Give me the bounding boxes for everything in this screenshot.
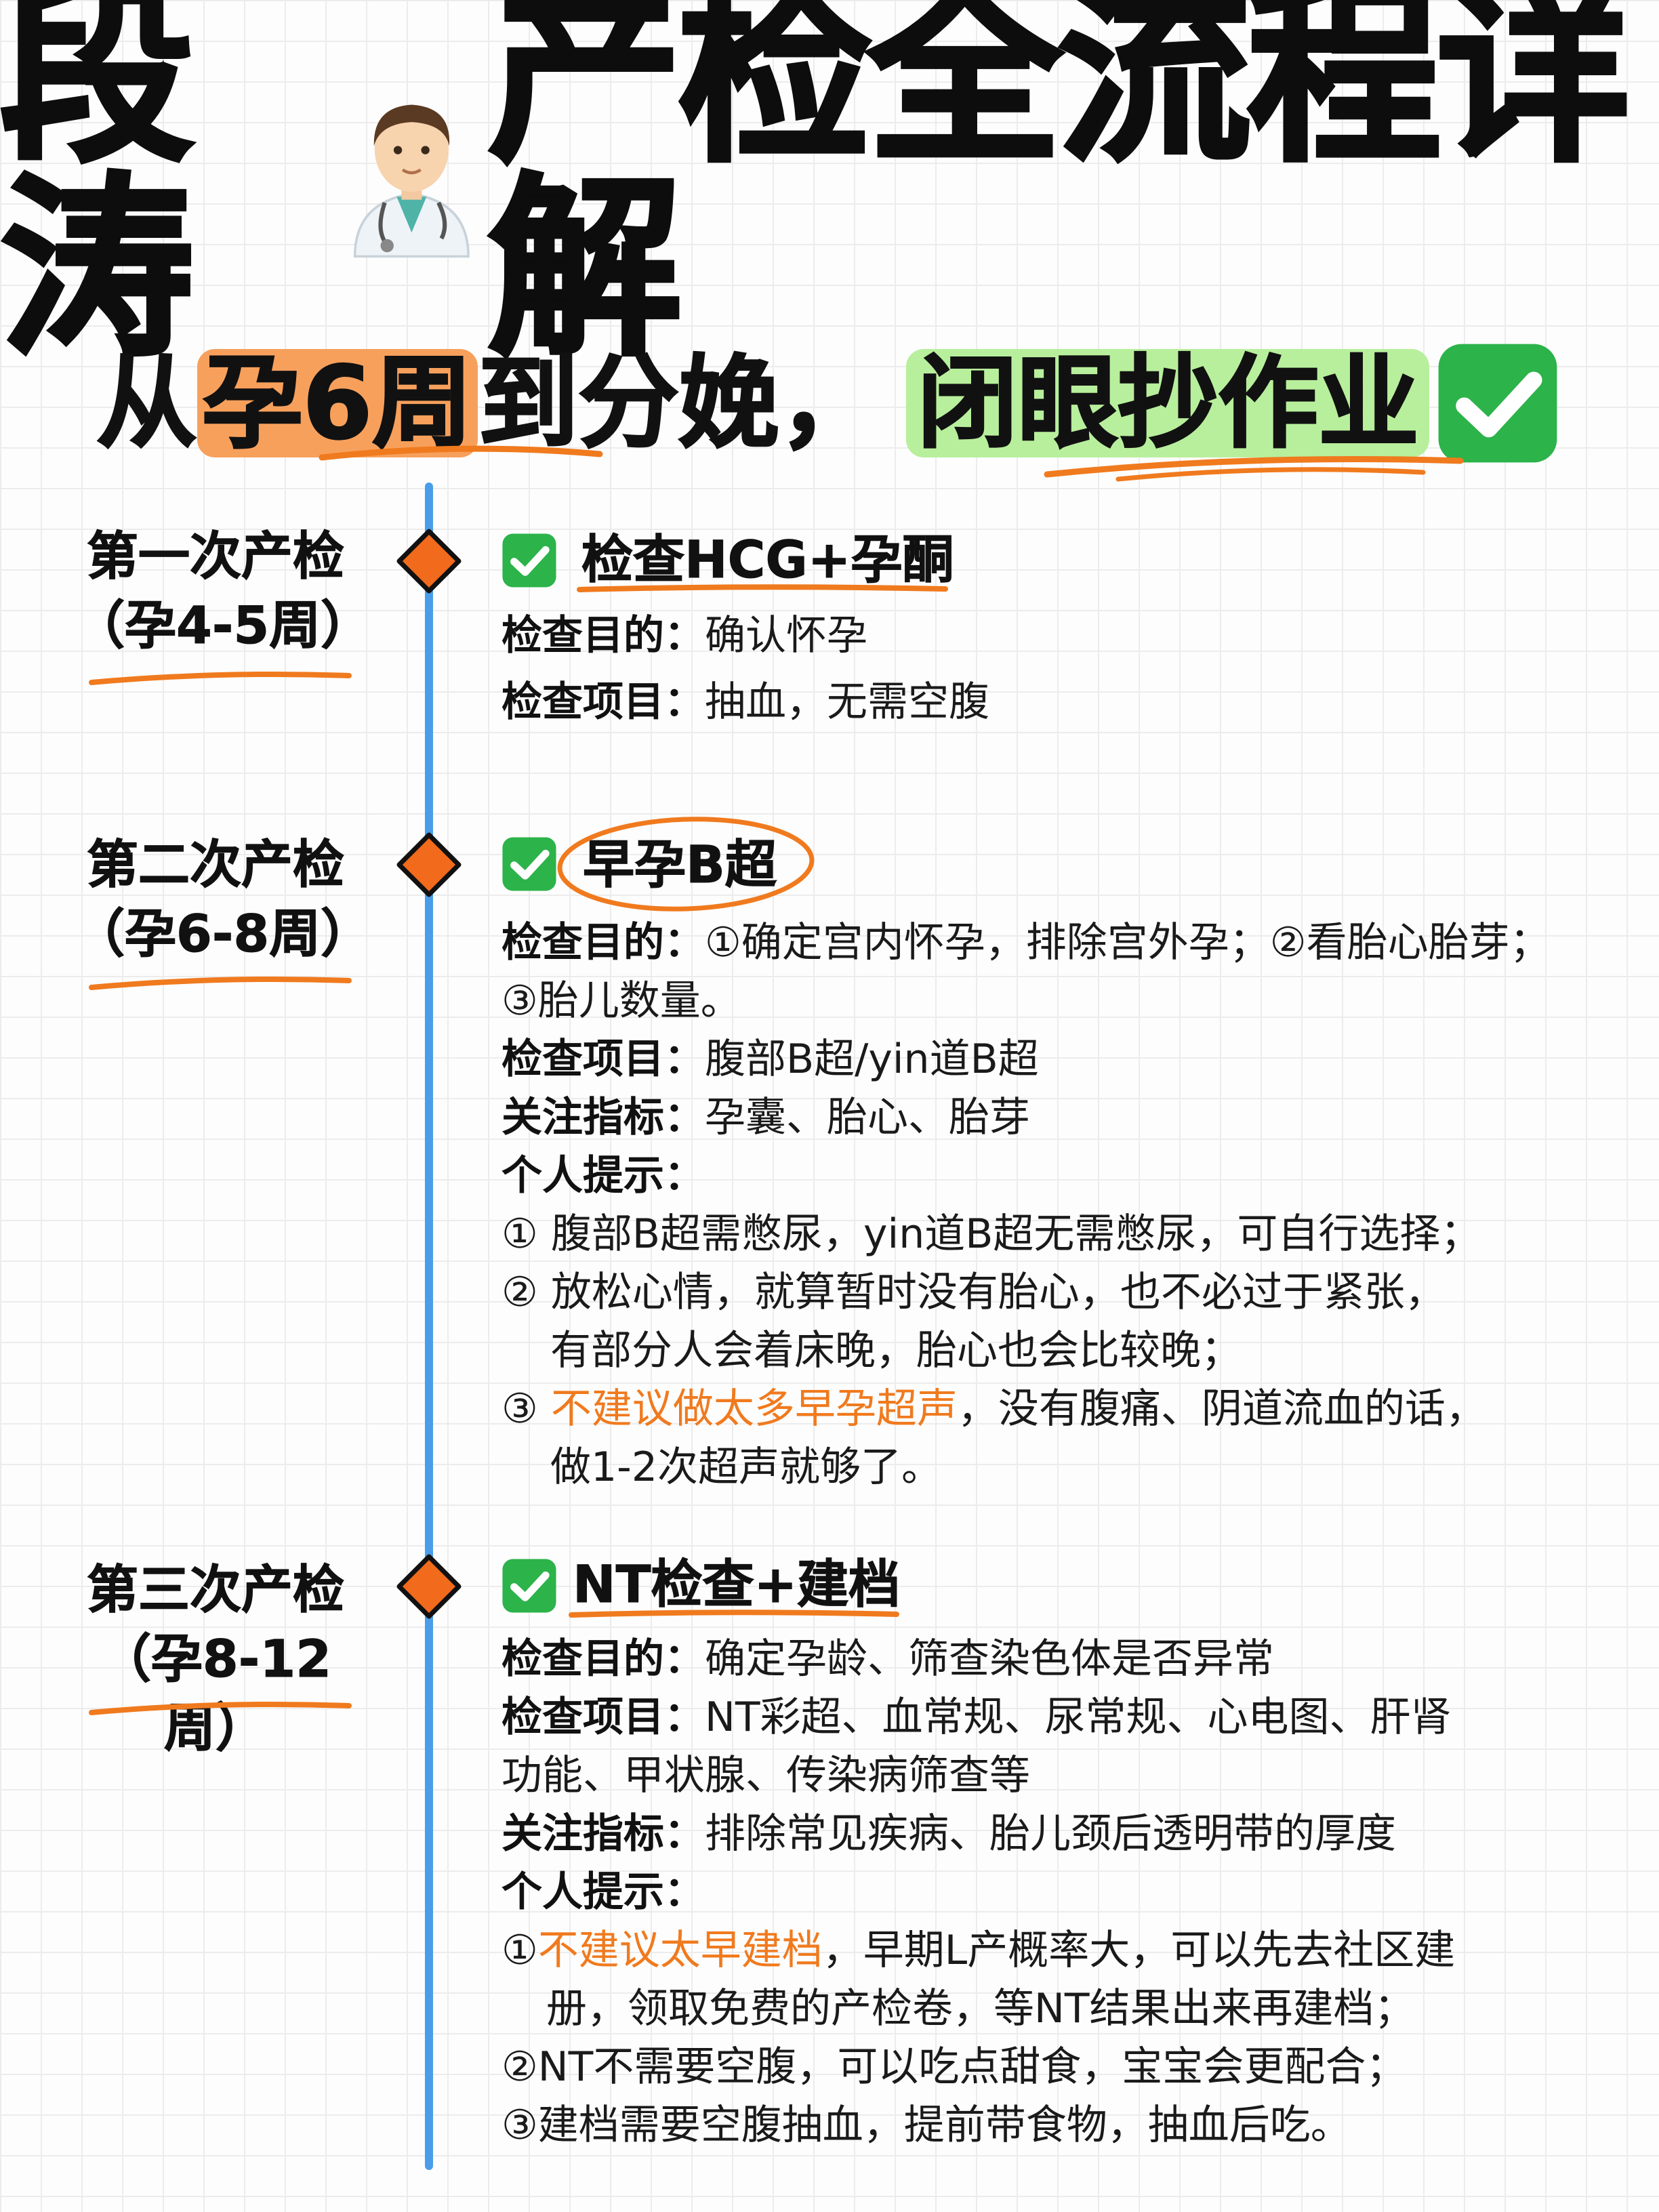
stage-underline-1 <box>89 671 352 685</box>
check-mark-button-icon <box>1439 344 1557 463</box>
tip-3: ③ 不建议做太多早孕超声，没有腹痛、阴道流血的话， <box>501 1385 1486 1433</box>
section-2-body: 检查目的：①确定宫内怀孕，排除宫外孕；②看胎心胎芽； ③胎儿数量。 检查项目：腹… <box>501 914 1551 1496</box>
focus-row: 关注指标：排除常见疾病、胎儿颈后透明带的厚度 <box>501 1810 1396 1858</box>
check-mark-icon <box>502 837 556 891</box>
items-row: 检查项目：腹部B超/yin道B超 <box>501 1036 1039 1083</box>
tip-2: ②NT不需要空腹，可以吃点甜食，宝宝会更配合； <box>501 2043 1407 2091</box>
purpose-row: 检查目的：①确定宫内怀孕，排除宫外孕；②看胎心胎芽； <box>501 919 1551 966</box>
page-title: 段涛 产检全流程详解 <box>0 0 1659 369</box>
stage-underline-3 <box>89 1701 352 1715</box>
tip-1: ①不建议太早建档，早期L产概率大，可以先去社区建 <box>501 1927 1456 1974</box>
stage-underline-2 <box>89 976 352 990</box>
section-1-body: 检查目的：确认怀孕 检查项目：抽血，无需空腹 <box>501 607 989 731</box>
heading-underline-3 <box>569 1610 899 1618</box>
focus-row: 关注指标：孕囊、胎心、胎芽 <box>501 1094 1030 1141</box>
stage-title: 第二次产检 <box>87 834 345 895</box>
timeline-diamond-3 <box>396 1554 462 1619</box>
purpose-row: 检查目的：确定孕龄、筛查染色体是否异常 <box>501 1635 1274 1683</box>
subtitle-prefix: 从 <box>96 345 198 462</box>
stage-label-3: 第三次产检 （孕8-12周） <box>73 1555 358 1762</box>
subtitle: 从 孕6周 到分娩， 闭眼抄作业 <box>0 325 1659 481</box>
tips-label: 个人提示： <box>501 1868 705 1916</box>
title-part2: 产检全流程详解 <box>486 0 1633 382</box>
tip-2: ② 放松心情，就算暂时没有胎心，也不必过于紧张， <box>501 1269 1446 1316</box>
purpose-row: 检查目的：确认怀孕 <box>501 612 867 659</box>
heading-underline-1 <box>577 584 948 592</box>
tip-3-cont: 做1-2次超声就够了。 <box>550 1443 942 1491</box>
items-row: 检查项目：NT彩超、血常规、尿常规、心电图、肝肾 <box>501 1694 1452 1741</box>
subtitle-underline-left <box>319 445 603 461</box>
check-mark-icon <box>502 1559 556 1613</box>
section-heading-1: 检查HCG+孕酮 <box>581 529 954 590</box>
stage-title: 第一次产检 <box>87 526 345 587</box>
check-mark-icon <box>502 533 556 588</box>
items-row: 检查项目：抽血，无需空腹 <box>501 678 989 726</box>
tip-2-cont: 有部分人会着床晚，胎心也会比较晚； <box>550 1327 1242 1374</box>
tip-3: ③建档需要空腹抽血，提前带食物，抽血后吃。 <box>501 2102 1351 2149</box>
tip-1-cont: 册，领取免费的产检卷，等NT结果出来再建档； <box>546 1985 1415 2032</box>
stage-label-1: 第一次产检 （孕4-5周） <box>73 522 373 660</box>
subtitle-underline-right <box>1044 456 1464 482</box>
timeline-diamond-2 <box>396 832 462 897</box>
subtitle-middle: 到分娩， <box>477 345 880 462</box>
stage-weeks: （孕8-12周） <box>99 1628 332 1758</box>
timeline-line <box>425 483 433 2170</box>
section-heading-3: NT检查+建档 <box>572 1554 901 1614</box>
section-3-body: 检查目的：确定孕龄、筛查染色体是否异常 检查项目：NT彩超、血常规、尿常规、心电… <box>501 1630 1455 2154</box>
stage-weeks: （孕4-5周） <box>73 594 373 655</box>
doctor-emoji-icon <box>353 104 470 258</box>
title-part1: 段涛 <box>0 0 196 382</box>
stage-label-2: 第二次产检 （孕6-8周） <box>73 830 373 968</box>
subtitle-highlight-orange: 孕6周 <box>197 349 478 457</box>
tip-1: ① 腹部B超需憋尿，yin道B超无需憋尿，可自行选择； <box>501 1210 1481 1258</box>
subtitle-highlight-green: 闭眼抄作业 <box>906 349 1430 457</box>
purpose-row-cont: ③胎儿数量。 <box>501 977 741 1025</box>
stage-title: 第三次产检 <box>87 1559 345 1620</box>
timeline-diamond-1 <box>396 529 462 594</box>
heading-circle-2 <box>557 817 815 912</box>
stage-weeks: （孕6-8周） <box>73 903 373 964</box>
tips-label: 个人提示： <box>501 1152 705 1200</box>
section-heading-2: 早孕B超 <box>583 834 777 895</box>
items-row-cont: 功能、甲状腺、传染病筛查等 <box>501 1752 1030 1799</box>
